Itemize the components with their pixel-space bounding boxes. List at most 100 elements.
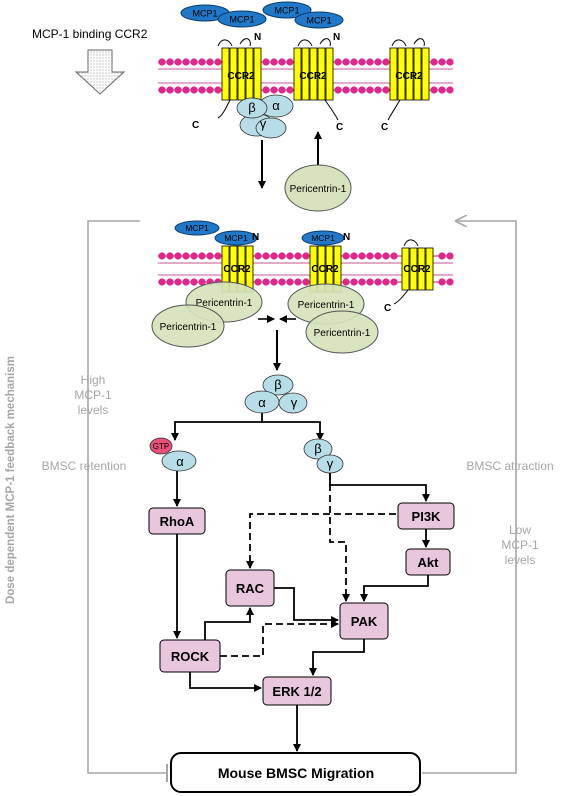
lipid-head: [278, 58, 286, 66]
mcp1-label: MCP1: [185, 223, 209, 233]
pericentrin-complex-left: Pericentrin-1 Pericentrin-1: [151, 281, 263, 348]
c-terminus-label: C: [384, 303, 391, 314]
lipid-head: [390, 252, 398, 260]
lipid-head: [366, 252, 374, 260]
ccr2-receptor: CCR2 N C: [192, 32, 262, 131]
lipid-head: [286, 86, 294, 94]
lipid-head: [390, 278, 398, 286]
lipid-head: [366, 86, 374, 94]
g-beta-label: β: [274, 377, 281, 392]
lipid-head: [182, 278, 190, 286]
lipid-head: [278, 278, 286, 286]
ccr2-receptor-free: CCR2 C: [384, 239, 434, 314]
lipid-head: [190, 278, 198, 286]
lipid-head: [302, 252, 310, 260]
lipid-head: [358, 86, 366, 94]
arrow-akt-pak: [360, 575, 429, 602]
lipid-head: [302, 278, 310, 286]
lipid-head: [214, 252, 222, 260]
akt-label: Akt: [418, 555, 440, 570]
lipid-head: [358, 58, 366, 66]
lipid-head: [334, 58, 342, 66]
lipid-head: [158, 252, 166, 260]
n-terminus-label: N: [343, 232, 350, 243]
pericentrin-complex-right: Pericentrin-1 Pericentrin-1: [287, 283, 379, 354]
lipid-head: [182, 86, 190, 94]
top-label: MCP-1 binding CCR2: [32, 27, 148, 41]
mcp1-label: MCP1: [192, 9, 217, 19]
lipid-head: [198, 252, 206, 260]
lipid-head: [438, 252, 446, 260]
c-terminus-label: C: [192, 120, 199, 131]
high-mcp1-label: MCP-1: [74, 388, 112, 402]
erk-label: ERK 1/2: [272, 684, 321, 699]
lipid-head: [366, 278, 374, 286]
lipid-head: [166, 252, 174, 260]
lipid-head: [254, 252, 262, 260]
g-beta-label: β: [248, 100, 255, 115]
lipid-head: [166, 86, 174, 94]
lipid-head: [350, 252, 358, 260]
g-alpha-label: α: [258, 395, 266, 410]
lipid-head: [262, 278, 270, 286]
pi3k-label: PI3K: [412, 509, 442, 524]
lipid-head: [278, 86, 286, 94]
dashed-pi3k-rac: [246, 513, 396, 569]
g-alpha-label: α: [176, 454, 184, 469]
gtp-galpha: α GTP: [149, 437, 197, 472]
ccr2-label: CCR2: [223, 264, 251, 275]
lipid-head: [382, 86, 390, 94]
lipid-head: [198, 58, 206, 66]
rhoa-label: RhoA: [160, 514, 195, 529]
g-protein-middle: β α γ: [244, 374, 308, 414]
mcp1-label: MCP1: [274, 6, 299, 16]
lipid-head: [270, 86, 278, 94]
mcp1-label: MCP1: [224, 233, 248, 243]
lipid-head: [286, 278, 294, 286]
lipid-head: [446, 278, 454, 286]
g-betagamma: β γ: [303, 438, 344, 474]
lipid-head: [374, 278, 382, 286]
lipid-head: [358, 252, 366, 260]
c-terminus-label: C: [336, 122, 343, 133]
lipid-head: [166, 278, 174, 286]
mcp1-label: MCP1: [306, 16, 331, 26]
gtp-label: GTP: [153, 442, 169, 451]
pak-label: PAK: [351, 614, 378, 629]
lipid-head: [382, 278, 390, 286]
high-label: High: [81, 373, 106, 387]
pericentrin-label: Pericentrin-1: [160, 322, 217, 333]
pericentrin-label: Pericentrin-1: [314, 328, 371, 339]
lipid-head: [158, 278, 166, 286]
low-mcp1-label: MCP-1: [501, 538, 539, 552]
arrow-rac-pak: [274, 587, 339, 624]
lipid-head: [166, 58, 174, 66]
lipid-head: [342, 58, 350, 66]
pericentrin-1-free: [284, 164, 352, 212]
lipid-head: [254, 278, 262, 286]
low-label: Low: [509, 523, 531, 537]
lipid-head: [382, 252, 390, 260]
lipid-head: [270, 278, 278, 286]
lipid-head: [158, 58, 166, 66]
ccr2-receptor: CCR2 N C: [293, 32, 343, 133]
lipid-head: [182, 252, 190, 260]
g-gamma-label: γ: [260, 116, 267, 131]
lipid-head: [446, 252, 454, 260]
lipid-head: [174, 252, 182, 260]
lipid-head: [286, 58, 294, 66]
lipid-head: [190, 58, 198, 66]
mcp1-label: MCP1: [311, 233, 335, 243]
arrow-to-galpha: [171, 413, 263, 441]
arrow-rock-rac: [204, 607, 254, 640]
lipid-head: [350, 58, 358, 66]
rock-label: ROCK: [171, 649, 210, 664]
g-gamma-label: γ: [291, 395, 298, 410]
ccr2-label: CCR2: [227, 71, 255, 82]
high-levels-label: levels: [78, 403, 109, 417]
lipid-head: [366, 58, 374, 66]
lipid-head: [374, 252, 382, 260]
migration-label: Mouse BMSC Migration: [218, 765, 374, 781]
lipid-head: [374, 86, 382, 94]
